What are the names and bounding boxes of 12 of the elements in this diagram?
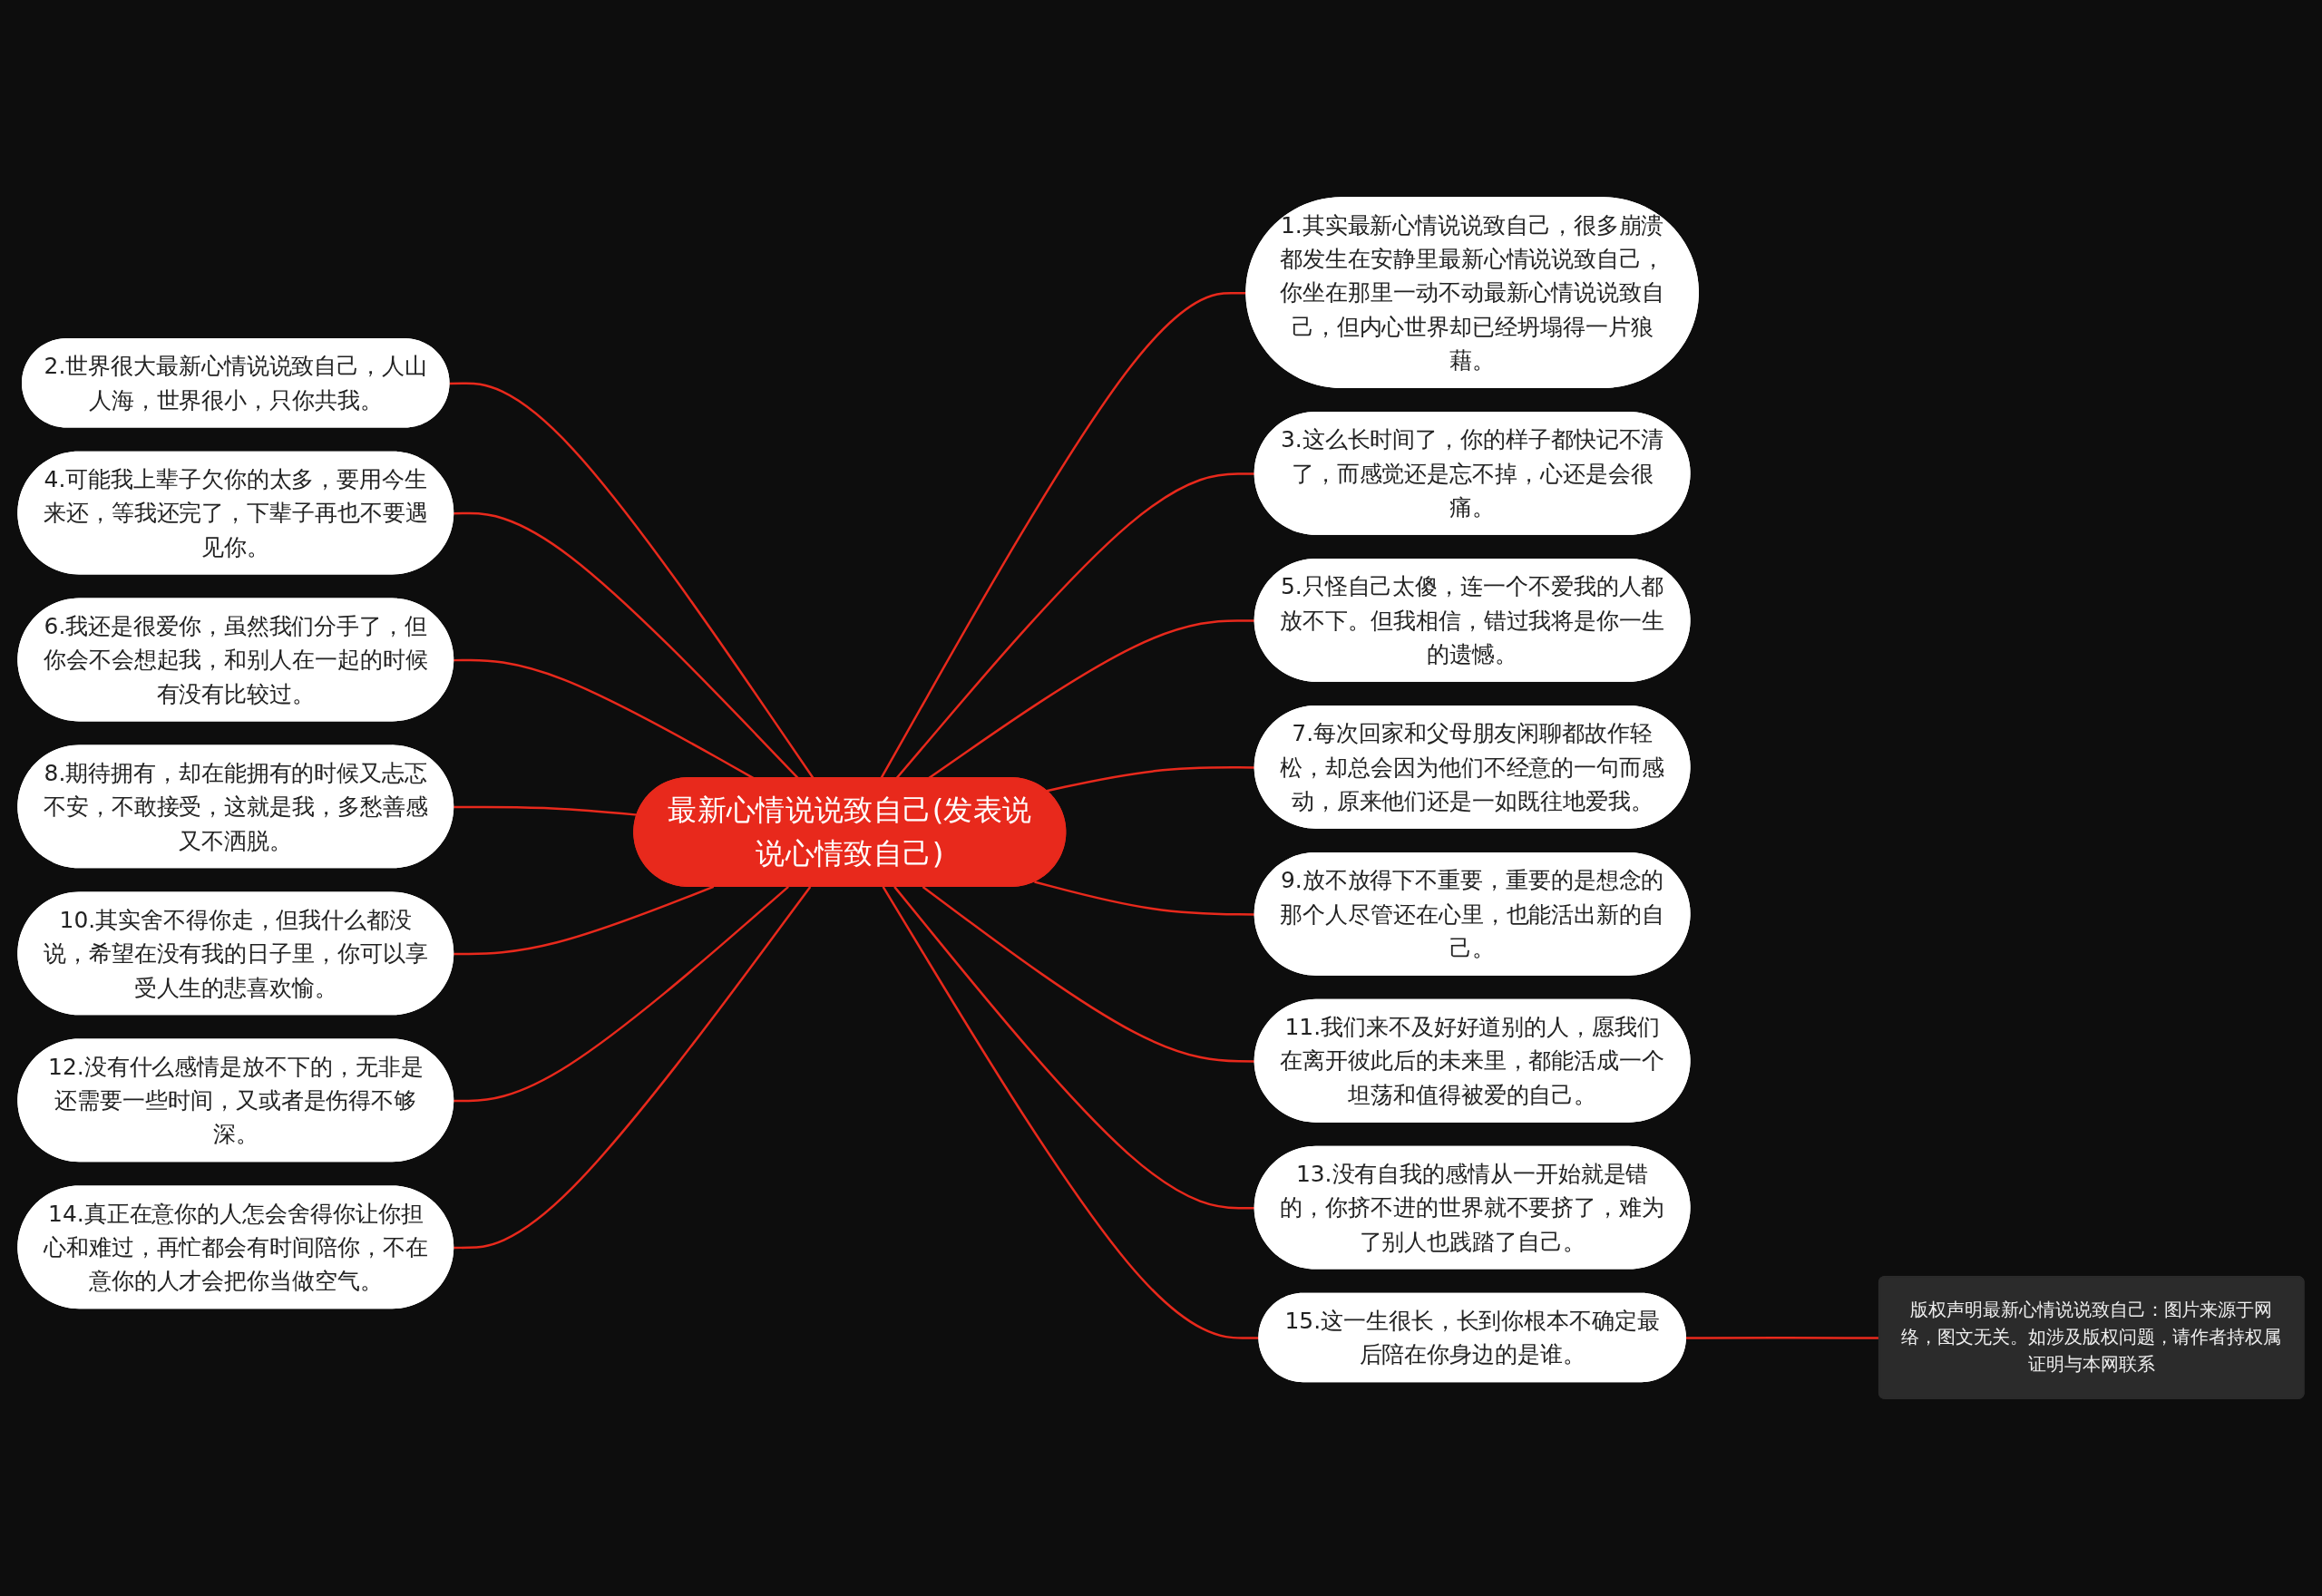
connector	[880, 291, 1247, 779]
connector	[454, 886, 812, 1250]
connector	[893, 886, 1255, 1210]
connector	[454, 885, 789, 1103]
connector	[449, 382, 815, 779]
connector	[1034, 881, 1255, 916]
connector	[922, 885, 1255, 1063]
connector	[1046, 765, 1255, 793]
connector	[454, 805, 638, 816]
connector	[895, 472, 1255, 779]
connector	[882, 886, 1260, 1339]
connector	[454, 885, 715, 956]
